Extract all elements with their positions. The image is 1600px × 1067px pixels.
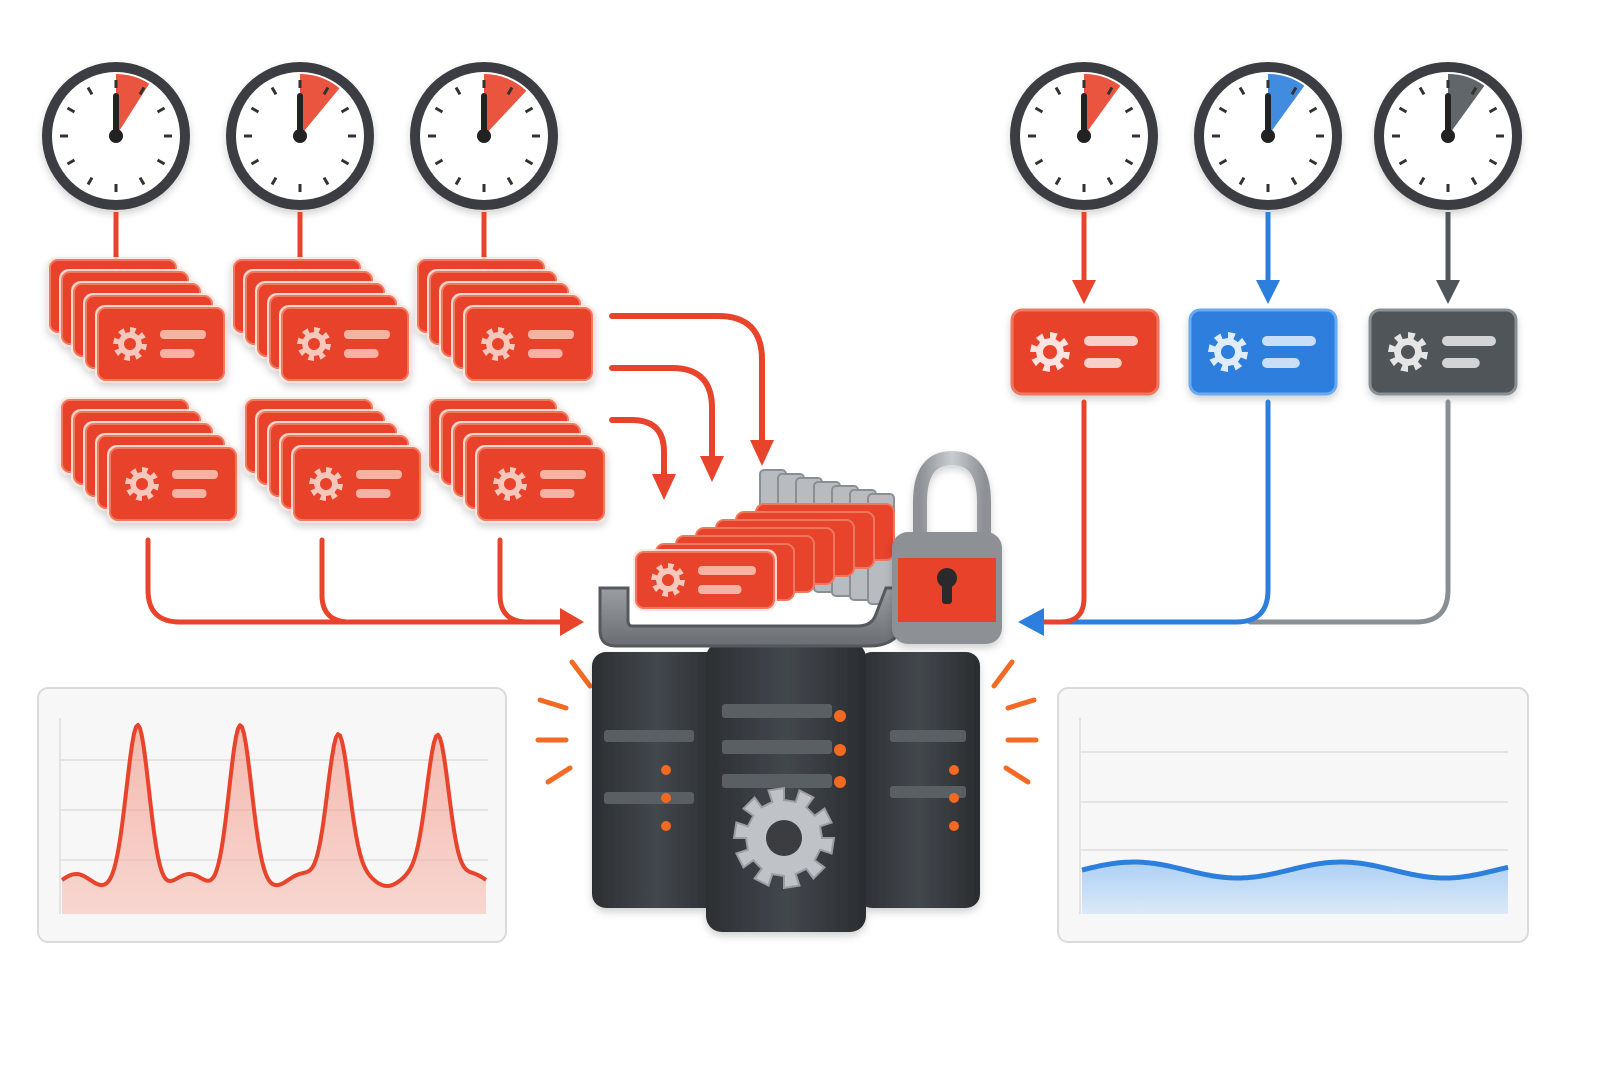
gear-job-card-icon bbox=[463, 305, 595, 383]
gear-icon bbox=[732, 786, 836, 890]
right-load-chart bbox=[1057, 687, 1529, 943]
gear-job-card-icon bbox=[1010, 308, 1160, 396]
gear-job-card-icon bbox=[107, 445, 239, 523]
gear-job-card-icon bbox=[633, 549, 777, 611]
gear-job-card-icon bbox=[1368, 308, 1518, 396]
gear-job-card-icon bbox=[291, 445, 423, 523]
server-rack-icon bbox=[592, 642, 980, 932]
left-clock-row bbox=[42, 62, 558, 210]
gear-job-card-icon bbox=[279, 305, 411, 383]
alert-burst-icon bbox=[535, 659, 1039, 785]
stopwatch-clock-icon bbox=[226, 62, 374, 210]
job-stack bbox=[427, 397, 607, 523]
padlock-icon bbox=[892, 450, 1002, 644]
right-flow-lines bbox=[1018, 399, 1451, 636]
gear-job-card-icon bbox=[1188, 308, 1338, 396]
job-stack bbox=[415, 257, 595, 383]
left-flow-lines bbox=[145, 537, 584, 636]
stopwatch-clock-icon bbox=[1194, 62, 1342, 210]
left-load-chart bbox=[37, 687, 507, 943]
left-curved-arrows bbox=[609, 313, 774, 500]
right-clock-row bbox=[1010, 62, 1522, 210]
job-stack bbox=[47, 257, 227, 383]
job-stack bbox=[59, 397, 239, 523]
gear-job-card-icon bbox=[95, 305, 227, 383]
stopwatch-clock-icon bbox=[42, 62, 190, 210]
stopwatch-clock-icon bbox=[1374, 62, 1522, 210]
job-stack bbox=[243, 397, 423, 523]
right-clock-connectors bbox=[1072, 212, 1460, 304]
job-queue-tray bbox=[598, 469, 921, 648]
left-clock-connectors bbox=[113, 212, 487, 262]
left-job-stacks bbox=[47, 257, 607, 523]
stopwatch-clock-icon bbox=[1010, 62, 1158, 210]
job-stack bbox=[231, 257, 411, 383]
gear-job-card-icon bbox=[475, 445, 607, 523]
right-job-cards bbox=[1010, 308, 1518, 396]
stopwatch-clock-icon bbox=[410, 62, 558, 210]
